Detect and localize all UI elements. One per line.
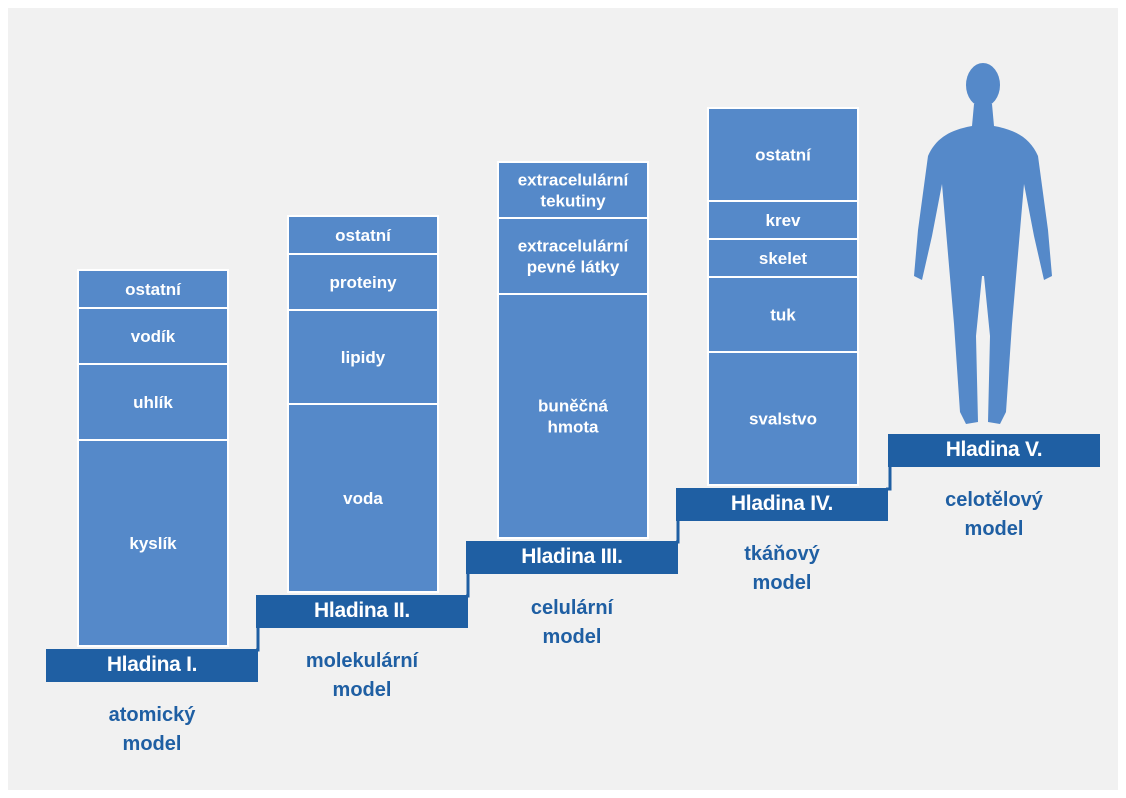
segment-label: ostatní [755, 146, 812, 165]
model-caption: celotělový [945, 489, 1044, 511]
column-segment [707, 107, 859, 202]
column-segment [287, 309, 439, 405]
column-segment [707, 276, 859, 353]
column-segment [707, 238, 859, 278]
level-step-bar [256, 595, 468, 628]
segment-label: proteiny [329, 273, 397, 292]
column-segment [497, 217, 649, 295]
segment-label: pevné látky [527, 258, 620, 277]
column-segment [497, 161, 649, 219]
human-figure [914, 63, 1052, 424]
level-step-bar [466, 541, 678, 574]
segment-label: uhlík [133, 393, 173, 412]
segment-label: vodík [131, 327, 176, 346]
segment-label: tekutiny [540, 192, 606, 211]
segment-label: lipidy [341, 348, 386, 367]
column-segment [707, 200, 859, 240]
level-label: Hladina IV. [731, 492, 833, 515]
columns-layer [77, 107, 859, 647]
model-caption: tkáňový [744, 543, 820, 565]
level-label: Hladina I. [107, 653, 197, 676]
model-caption: model [123, 733, 182, 755]
model-caption: model [753, 572, 812, 594]
segment-label: extracelulární [518, 171, 630, 190]
column-segment [77, 363, 229, 441]
model-caption: celulární [531, 597, 615, 619]
segment-label: krev [766, 211, 802, 230]
model-caption: model [543, 626, 602, 648]
segment-label: extracelulární [518, 237, 630, 256]
segment-label: hmota [548, 418, 600, 437]
steps-layer [46, 434, 1100, 682]
level-step-bar [676, 488, 888, 521]
model-caption: model [965, 518, 1024, 540]
model-caption: molekulární [306, 650, 420, 672]
level-step-bar [888, 434, 1100, 467]
column-segment [77, 269, 229, 309]
column-segment [77, 307, 229, 365]
column-segment [77, 439, 229, 647]
segment-label: svalstvo [749, 410, 817, 429]
model-caption: model [333, 679, 392, 701]
segment-label: kyslík [129, 534, 177, 553]
level-label: Hladina V. [946, 438, 1043, 461]
column-segment [497, 293, 649, 539]
segment-label: buněčná [538, 397, 608, 416]
model-caption: atomický [109, 704, 197, 726]
column-segment [287, 403, 439, 593]
segment-label: ostatní [335, 226, 392, 245]
segment-label: tuk [770, 306, 796, 325]
level-label: Hladina III. [521, 545, 622, 568]
segment-label: voda [343, 489, 383, 508]
segment-label: skelet [759, 249, 808, 268]
human-silhouette-icon [914, 63, 1052, 424]
level-label: Hladina II. [314, 599, 410, 622]
segment-label: ostatní [125, 280, 182, 299]
level-step-bar [46, 649, 258, 682]
column-segment [707, 351, 859, 486]
